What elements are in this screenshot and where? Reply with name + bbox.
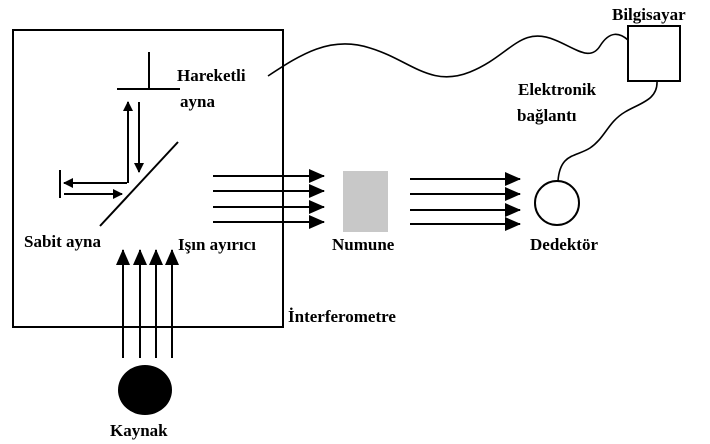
fixed-mirror-beam	[63, 178, 127, 199]
label-moving-mirror-1: Hareketli	[177, 66, 246, 85]
detector	[534, 180, 580, 226]
computer	[627, 25, 681, 82]
label-moving-mirror-2: ayna	[180, 92, 215, 111]
moving-mirror-beam	[123, 101, 144, 183]
source-beams	[116, 249, 179, 358]
beam-splitter	[99, 141, 179, 227]
sample	[343, 171, 388, 232]
label-electronic-1: Elektronik	[518, 80, 597, 99]
label-computer: Bilgisayar	[612, 5, 686, 24]
cable-computer-detector	[557, 80, 658, 182]
label-interferometer: İnterferometre	[288, 307, 396, 326]
label-detector: Dedektör	[530, 235, 598, 254]
label-source: Kaynak	[110, 421, 168, 440]
label-fixed-mirror: Sabit ayna	[24, 232, 101, 251]
interferometer-box	[12, 29, 284, 328]
label-beam-splitter: Işın ayırıcı	[178, 235, 256, 254]
cable-mirror-computer	[267, 33, 629, 78]
moving-mirror	[117, 52, 180, 90]
beams-to-detector	[410, 172, 521, 231]
source	[118, 365, 172, 415]
label-sample: Numune	[332, 235, 395, 254]
label-electronic-2: bağlantı	[517, 106, 577, 125]
beams-to-sample	[213, 169, 325, 229]
